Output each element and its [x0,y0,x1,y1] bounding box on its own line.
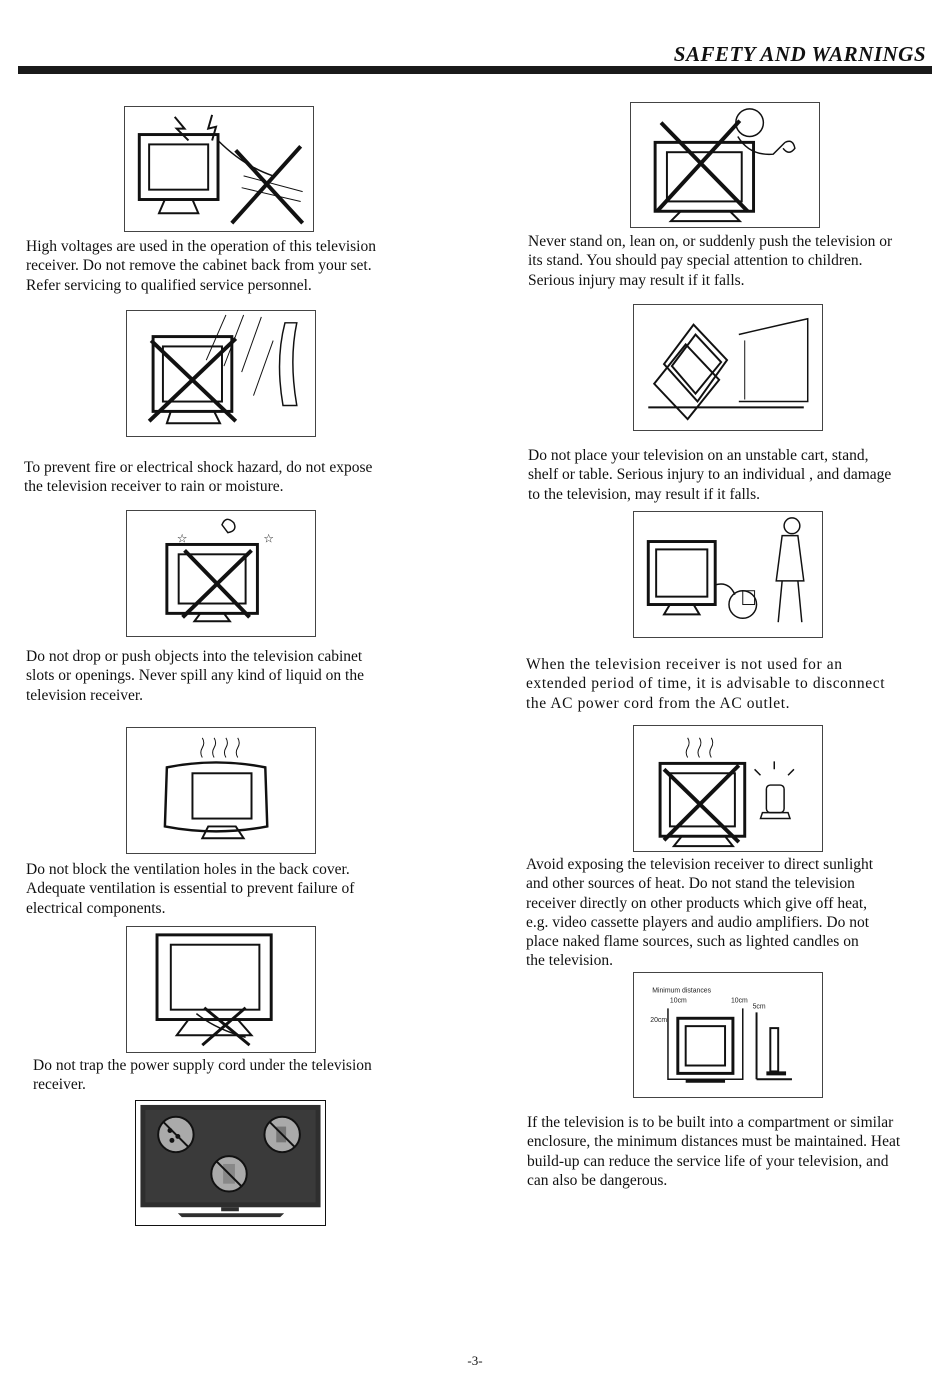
rain-moisture-icon [126,310,316,437]
header-rule [18,66,932,74]
unplug-cord-icon [633,511,823,638]
covered-ventilation-icon [126,727,316,854]
min-distances-back-label: 5cm [753,1003,766,1010]
heat-source-caption: Avoid exposing the television receiver t… [526,856,874,970]
high-voltage-caption: High voltages are used in the operation … [26,238,376,294]
liquid-spill-caption: Do not drop or push objects into the tel… [26,648,364,704]
min-distances-title: Minimum distances [652,988,711,995]
svg-text:☆: ☆ [263,531,274,545]
liquid-spill-icon: ☆ ☆ [126,510,316,637]
child-pushing-caption: Never stand on, lean on, or suddenly pus… [528,233,893,289]
no-hazards-tv-icon [135,1100,326,1226]
child-pushing-icon [630,102,820,228]
page-number: -3- [467,1353,483,1368]
min-distances-top-label: 10cm [670,998,687,1005]
no-liquid-icon [157,1115,195,1154]
no-object-icon [263,1115,301,1154]
svg-text:☆: ☆ [177,531,188,545]
covered-ventilation-caption: Do not block the ventilation holes in th… [26,861,355,917]
minimum-distances-caption: If the television is to be built into a … [527,1114,901,1189]
min-distances-left-label: 20cm [650,1017,667,1024]
unstable-stand-icon [633,304,823,431]
no-vent-block-icon [210,1155,248,1193]
trapped-cord-icon [126,926,316,1053]
page-header-title: SAFETY AND WARNINGS [673,42,926,66]
heat-source-icon [633,725,823,852]
high-voltage-icon [124,106,314,232]
unplug-cord-caption: When the television receiver is not used… [526,656,886,712]
minimum-distances-icon: Minimum distances 10cm 10cm 5cm 20cm [633,972,823,1098]
rain-moisture-caption: To prevent fire or electrical shock haza… [24,459,373,496]
unstable-stand-caption: Do not place your television on an unsta… [528,447,892,503]
trapped-cord-caption: Do not trap the power supply cord under … [33,1057,372,1094]
min-distances-side-label: 10cm [731,998,748,1005]
